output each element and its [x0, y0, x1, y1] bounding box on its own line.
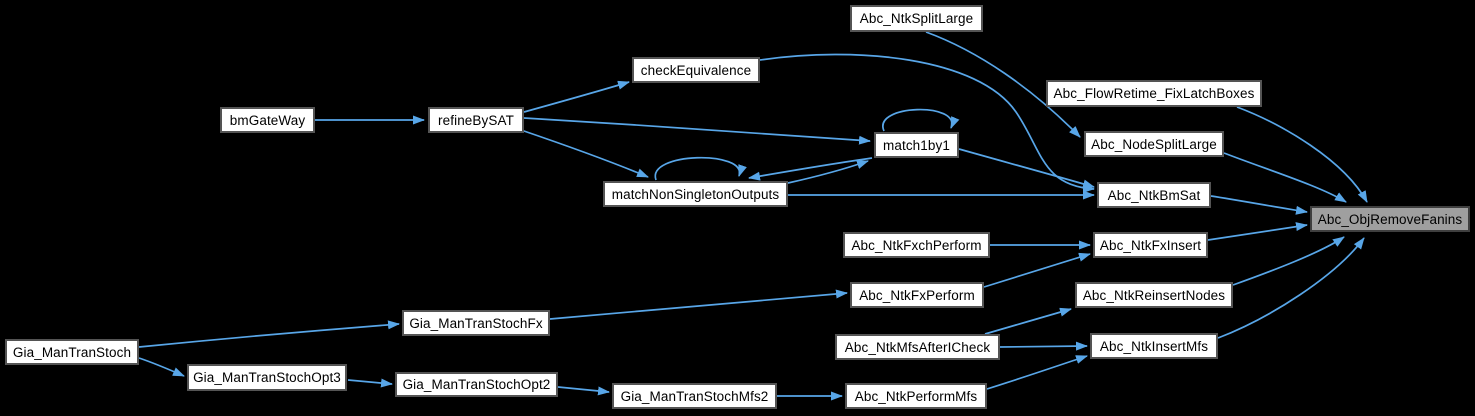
graph-node-bmGateWay[interactable]: bmGateWay — [220, 107, 315, 133]
graph-node-Abc_NtkSplitLarge[interactable]: Abc_NtkSplitLarge — [850, 5, 983, 32]
call-edge-Gia_ManTranStochOpt3-to-Gia_ManTranStochOpt2 — [347, 378, 393, 388]
graph-node-checkEquivalence[interactable]: checkEquivalence — [632, 57, 760, 83]
graph-node-Abc_NtkFxchPerform[interactable]: Abc_NtkFxchPerform — [843, 232, 990, 258]
call-edge-match1by1-to-Abc_NtkBmSat — [958, 148, 1095, 189]
call-edge-Abc_FlowRetime_FixLatchBoxes-to-Abc_ObjRemoveFanins — [1236, 106, 1368, 203]
graph-node-Abc_NtkFxInsert[interactable]: Abc_NtkFxInsert — [1093, 232, 1208, 258]
graph-node-matchNonSingletonOutputs[interactable]: matchNonSingletonOutputs — [603, 181, 788, 207]
call-edge-checkEquivalence-to-Abc_NtkBmSat — [759, 53, 1095, 193]
call-edge-Abc_NtkBmSat-to-Abc_ObjRemoveFanins — [1210, 195, 1308, 215]
call-edge-Gia_ManTranStoch-to-Gia_ManTranStochFx — [138, 320, 400, 348]
call-edge-Abc_NtkFxPerform-to-Abc_NtkFxInsert — [983, 252, 1091, 288]
graph-node-Gia_ManTranStochOpt3[interactable]: Gia_ManTranStochOpt3 — [187, 364, 347, 391]
graph-node-match1by1[interactable]: match1by1 — [874, 132, 959, 158]
call-edge-Abc_NtkFxInsert-to-Abc_ObjRemoveFanins — [1207, 222, 1308, 241]
call-edge-match1by1-to-matchNonSingletonOutputs — [748, 157, 873, 181]
call-edge-Gia_ManTranStochFx-to-Abc_NtkFxPerform — [549, 289, 848, 320]
graph-node-Gia_ManTranStoch[interactable]: Gia_ManTranStoch — [5, 339, 139, 365]
call-edge-match1by1-to-match1by1 — [882, 108, 960, 132]
graph-node-Gia_ManTranStochOpt2[interactable]: Gia_ManTranStochOpt2 — [395, 372, 558, 397]
call-edge-refineBySAT-to-match1by1 — [523, 117, 871, 145]
call-edge-matchNonSingletonOutputs-to-matchNonSingletonOutputs — [654, 156, 747, 181]
graph-node-Abc_NtkInsertMfs[interactable]: Abc_NtkInsertMfs — [1090, 333, 1218, 359]
call-edge-refineBySAT-to-matchNonSingletonOutputs — [520, 129, 649, 178]
graph-node-Gia_ManTranStochMfs2[interactable]: Gia_ManTranStochMfs2 — [612, 383, 777, 409]
call-edge-Gia_ManTranStochOpt2-to-Gia_ManTranStochMfs2 — [557, 386, 610, 396]
call-edge-Abc_NtkInsertMfs-to-Abc_ObjRemoveFanins — [1217, 237, 1365, 339]
call-edge-Abc_NtkReinsertNodes-to-Abc_ObjRemoveFanins — [1232, 236, 1345, 286]
call-edge-Abc_NtkSplitLarge-to-Abc_NodeSplitLarge — [925, 31, 1081, 138]
graph-node-Abc_FlowRetime_FixLatchBoxes[interactable]: Abc_FlowRetime_FixLatchBoxes — [1046, 80, 1262, 107]
call-edge-Abc_NodeSplitLarge-to-Abc_ObjRemoveFanins — [1223, 152, 1347, 203]
graph-node-Abc_NtkReinsertNodes[interactable]: Abc_NtkReinsertNodes — [1075, 282, 1233, 308]
graph-node-Gia_ManTranStochFx[interactable]: Gia_ManTranStochFx — [402, 310, 550, 336]
graph-node-Abc_NtkMfsAfterICheck[interactable]: Abc_NtkMfsAfterICheck — [835, 334, 1000, 360]
call-edge-matchNonSingletonOutputs-to-match1by1 — [787, 160, 869, 184]
graph-node-Abc_NtkFxPerform[interactable]: Abc_NtkFxPerform — [850, 282, 984, 308]
call-edge-Gia_ManTranStoch-to-Gia_ManTranStochOpt3 — [138, 357, 185, 377]
graph-node-refineBySAT[interactable]: refineBySAT — [428, 107, 524, 133]
call-edge-Abc_NtkMfsAfterICheck-to-Abc_NtkInsertMfs — [999, 341, 1088, 351]
call-edge-refineBySAT-to-checkEquivalence — [523, 80, 630, 113]
call-edge-Abc_NtkMfsAfterICheck-to-Abc_NtkReinsertNodes — [984, 307, 1072, 335]
graph-node-Abc_NodeSplitLarge[interactable]: Abc_NodeSplitLarge — [1084, 131, 1224, 157]
graph-node-Abc_ObjRemoveFanins: Abc_ObjRemoveFanins — [1310, 206, 1470, 232]
call-edge-Abc_NtkPerformMfs-to-Abc_NtkInsertMfs — [986, 355, 1088, 390]
graph-node-Abc_NtkBmSat[interactable]: Abc_NtkBmSat — [1097, 182, 1211, 208]
graph-node-Abc_NtkPerformMfs[interactable]: Abc_NtkPerformMfs — [845, 383, 987, 409]
